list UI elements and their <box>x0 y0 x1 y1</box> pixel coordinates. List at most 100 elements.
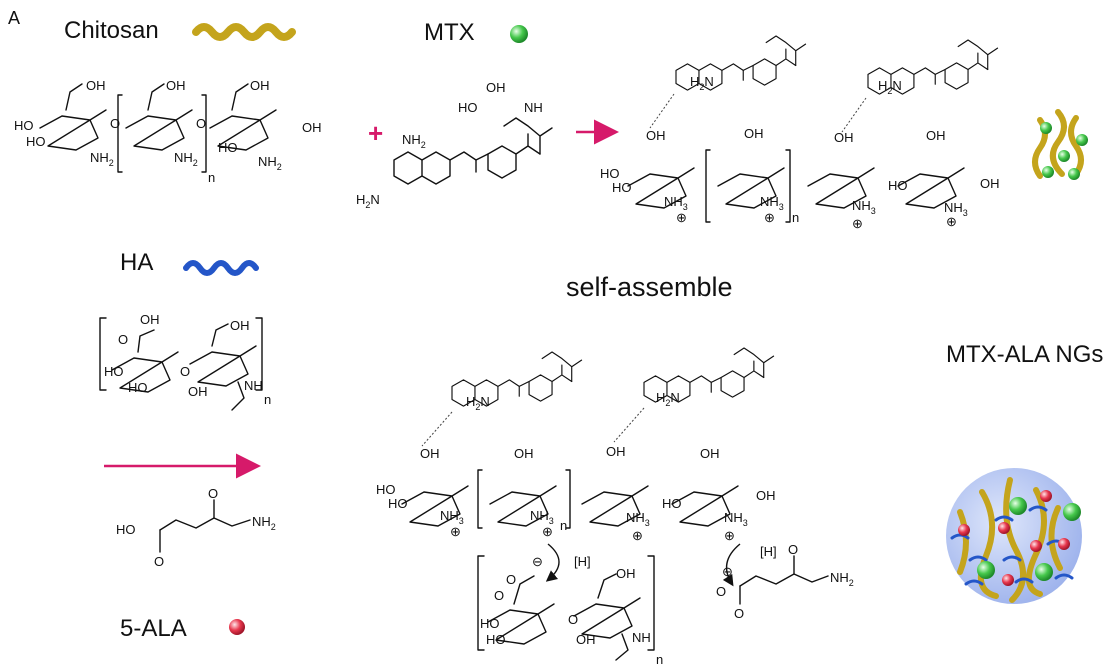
svg-text:OH: OH <box>576 632 596 647</box>
svg-text:NH2: NH2 <box>258 154 282 172</box>
svg-text:OH: OH <box>756 488 776 503</box>
svg-text:OH: OH <box>302 120 322 135</box>
svg-text:O: O <box>568 612 578 627</box>
svg-text:HO: HO <box>104 364 124 379</box>
svg-text:OH: OH <box>606 444 626 459</box>
ha-chain-icon <box>183 260 259 276</box>
ha-bottom-repeat-n: n <box>656 652 663 667</box>
legend-mtx-label: MTX <box>424 19 475 46</box>
svg-text:NH3: NH3 <box>530 508 554 526</box>
svg-text:OH: OH <box>86 78 106 93</box>
legend-ha-label: HA <box>120 249 153 276</box>
svg-text:O: O <box>180 364 190 379</box>
svg-text:HO: HO <box>600 166 620 181</box>
svg-text:NH2: NH2 <box>402 132 426 150</box>
svg-text:OH: OH <box>230 318 250 333</box>
svg-text:NH3: NH3 <box>944 200 968 218</box>
nanogel-sphere <box>946 468 1082 604</box>
svg-text:NH3: NH3 <box>724 510 748 528</box>
hydride-label-1: [H] <box>574 554 591 569</box>
svg-text:O: O <box>506 572 516 587</box>
hydride-label-2: [H] <box>760 544 777 559</box>
svg-text:H2N: H2N <box>356 192 380 210</box>
svg-text:NH3: NH3 <box>626 510 650 528</box>
svg-text:⊕: ⊕ <box>946 214 957 229</box>
svg-text:⊖: ⊖ <box>722 564 733 579</box>
svg-text:OH: OH <box>514 446 534 461</box>
svg-text:H2N: H2N <box>466 394 490 412</box>
svg-text:NH: NH <box>524 100 543 115</box>
svg-text:NH: NH <box>244 378 263 393</box>
svg-text:HO: HO <box>128 380 148 395</box>
svg-text:NH: NH <box>632 630 651 645</box>
svg-text:⊕: ⊕ <box>542 524 553 539</box>
svg-text:⊕: ⊕ <box>764 210 775 225</box>
svg-text:⊕: ⊕ <box>450 524 461 539</box>
svg-text:O: O <box>118 332 128 347</box>
conjugate-repeat-n: n <box>792 210 799 225</box>
svg-text:NH2: NH2 <box>174 150 198 168</box>
ha-structure: OH OH HO HO O OH NH O n <box>99 312 271 411</box>
svg-text:O: O <box>208 486 218 501</box>
svg-text:OH: OH <box>980 176 1000 191</box>
svg-text:HO: HO <box>14 118 34 133</box>
svg-text:HO: HO <box>26 134 46 149</box>
svg-text:HO: HO <box>388 496 408 511</box>
svg-text:OH: OH <box>616 566 636 581</box>
svg-text:O: O <box>716 584 726 599</box>
svg-text:HO: HO <box>888 178 908 193</box>
svg-text:OH: OH <box>744 126 764 141</box>
legend-ala-label: 5-ALA <box>120 615 187 642</box>
svg-text:H2N: H2N <box>690 74 714 92</box>
svg-text:O: O <box>110 116 120 131</box>
svg-text:O: O <box>734 606 744 621</box>
product-label: MTX-ALA NGs <box>946 341 1103 368</box>
chitosan-mtx-cartoon <box>1032 109 1088 180</box>
svg-text:HO: HO <box>218 140 238 155</box>
svg-text:OH: OH <box>166 78 186 93</box>
svg-text:O: O <box>494 588 504 603</box>
svg-text:OH: OH <box>834 130 854 145</box>
svg-text:HO: HO <box>458 100 478 115</box>
svg-text:NH3: NH3 <box>664 194 688 212</box>
svg-text:NH3: NH3 <box>440 508 464 526</box>
mtx-structure: H2N NH2 OH HO NH <box>356 80 553 210</box>
svg-text:OH: OH <box>926 128 946 143</box>
svg-text:NH2: NH2 <box>830 570 854 588</box>
svg-text:OH: OH <box>140 312 160 327</box>
chitosan-structure: OH OH OH HO HO NH2 NH2 HO NH2 OH n O O <box>14 78 322 185</box>
svg-text:O: O <box>154 554 164 569</box>
legend-chitosan-label: Chitosan <box>64 17 159 44</box>
svg-text:⊕: ⊕ <box>724 528 735 543</box>
svg-text:HO: HO <box>480 616 500 631</box>
mtx-bead-icon <box>510 25 528 43</box>
complex-repeat-n: n <box>560 518 567 533</box>
ha-repeat-n: n <box>264 392 271 407</box>
svg-text:OH: OH <box>420 446 440 461</box>
svg-text:OH: OH <box>486 80 506 95</box>
svg-text:O: O <box>196 116 206 131</box>
svg-text:OH: OH <box>250 78 270 93</box>
svg-text:⊕: ⊕ <box>676 210 687 225</box>
svg-text:⊖: ⊖ <box>532 554 543 569</box>
chitosan-repeat-n: n <box>208 170 215 185</box>
ala-bead-icon <box>229 619 245 635</box>
svg-text:NH2: NH2 <box>252 514 276 532</box>
svg-text:HO: HO <box>376 482 396 497</box>
svg-text:H2N: H2N <box>656 390 680 408</box>
svg-text:HO: HO <box>612 180 632 195</box>
plus-sign: + <box>368 118 383 148</box>
svg-text:OH: OH <box>188 384 208 399</box>
svg-text:H2N: H2N <box>878 78 902 96</box>
svg-text:⊕: ⊕ <box>852 216 863 231</box>
svg-text:NH2: NH2 <box>90 150 114 168</box>
assembled-complex-structure: OH OH OH OH HO HO NH3 NH3 NH3 NH3 HO OH … <box>376 347 854 667</box>
svg-text:HO: HO <box>116 522 136 537</box>
svg-text:OH: OH <box>700 446 720 461</box>
svg-text:OH: OH <box>646 128 666 143</box>
ala-structure: HO O O NH2 <box>116 486 276 569</box>
svg-text:HO: HO <box>662 496 682 511</box>
svg-text:NH3: NH3 <box>852 198 876 216</box>
